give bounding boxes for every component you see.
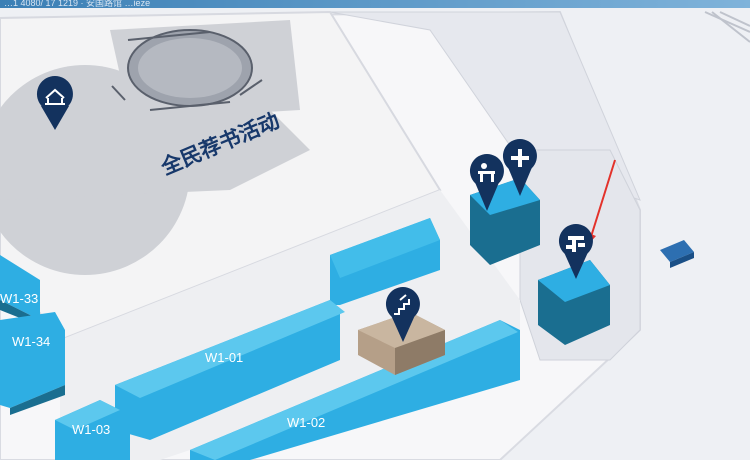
zone-label-w1-01: W1-01 [205,350,243,365]
top-bar-text: …1 4080/ 17 1219 · 安国路馆 …ieze [4,0,150,8]
zone-label-w1-34: W1-34 [12,334,50,349]
zone-label-w1-02: W1-02 [287,415,325,430]
escalator-direction-icon [660,240,694,268]
top-bar [0,0,750,8]
seating-rows [111,31,263,111]
info-block[interactable] [538,260,610,345]
service-desk-icon [478,163,495,182]
zone-w1-03[interactable] [55,400,130,460]
stage-icon [45,88,65,105]
stairs-pin[interactable] [385,287,420,342]
zone-w1-01[interactable] [115,300,345,440]
info-icon [566,236,585,252]
plus-icon [511,149,529,167]
stair-decoration [704,11,750,43]
stage-inner [138,38,242,98]
zone-label-w1-33: W1-33 [0,291,38,306]
medical-pin[interactable] [502,139,537,196]
zone-label-w1-03: W1-03 [72,422,110,437]
event-pin[interactable] [36,76,73,130]
zone-w1-01-back[interactable] [330,218,440,305]
stairs-icon [394,294,410,315]
service-desk-pin[interactable] [469,154,504,211]
zone-w1-34[interactable] [0,312,65,415]
info-pin[interactable] [558,224,593,279]
